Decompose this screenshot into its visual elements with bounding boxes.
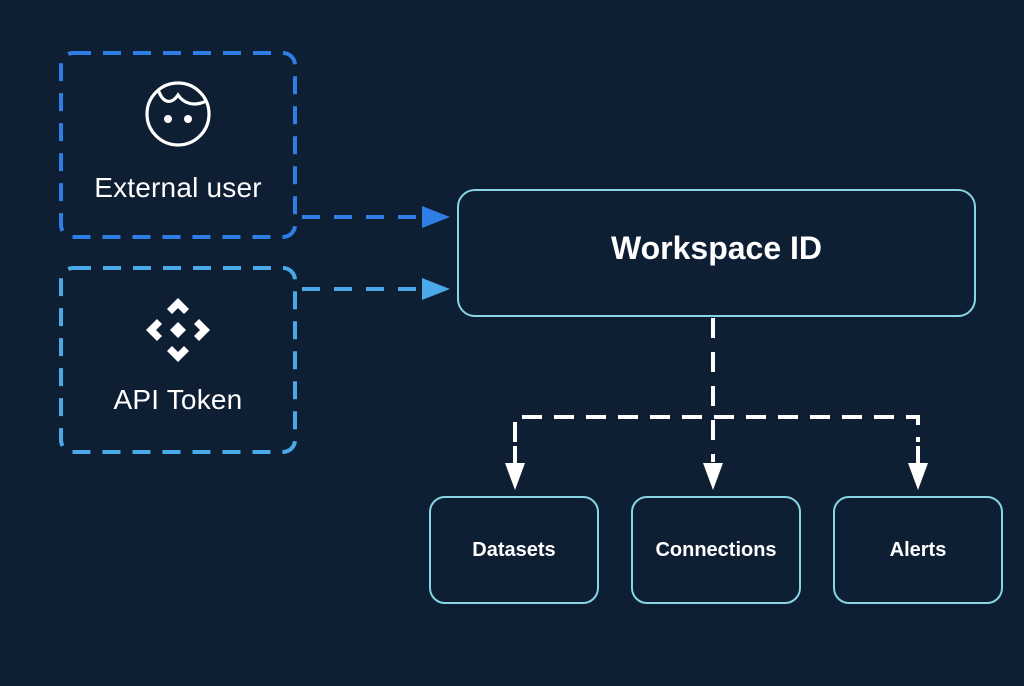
user-face-icon xyxy=(145,81,211,147)
external-user-label: External user xyxy=(94,172,262,203)
child-node-alerts: Alerts xyxy=(833,496,1003,604)
workspace-id-title: Workspace ID xyxy=(610,229,823,266)
arrowhead-datasets xyxy=(505,463,525,490)
arrowhead-api-token xyxy=(422,278,450,300)
datasets-label: Datasets xyxy=(472,538,556,561)
api-token-label: API Token xyxy=(113,384,243,415)
arrowhead-external-user xyxy=(422,206,450,228)
arrowhead-alerts xyxy=(908,463,928,490)
child-node-connections: Connections xyxy=(631,496,801,604)
arrowhead-connections xyxy=(703,463,723,490)
edge-branch-horizontal xyxy=(513,415,920,442)
diamond-token-icon xyxy=(146,298,210,362)
api-token-dashed-border xyxy=(59,266,297,454)
source-external-user: External user xyxy=(61,53,295,237)
external-user-dashed-border xyxy=(59,51,297,239)
source-api-token: API Token xyxy=(61,268,295,452)
child-node-datasets: Datasets xyxy=(429,496,599,604)
workspace-id-node: Workspace ID xyxy=(457,189,976,317)
connections-label: Connections xyxy=(655,538,777,561)
alerts-label: Alerts xyxy=(889,538,947,561)
